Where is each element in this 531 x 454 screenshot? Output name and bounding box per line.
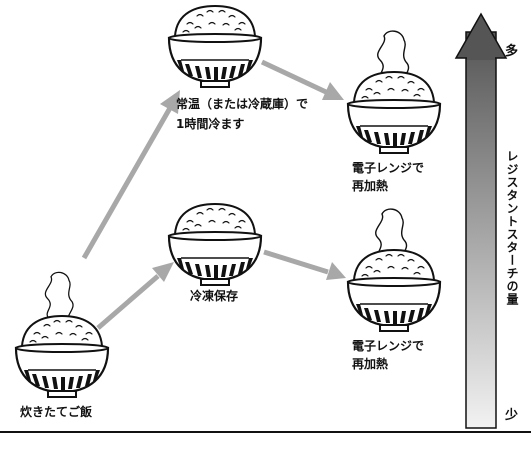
label-cooled-line2: 1時間冷ます <box>176 117 245 131</box>
scale-low-label: 少 <box>505 408 519 423</box>
resistant-starch-scale-arrow <box>454 12 508 429</box>
label-reheat-top-line1: 電子レンジで <box>352 161 425 175</box>
rice-bowl-frozen-icon <box>167 202 263 287</box>
rice-bowl-cooled-icon <box>167 4 263 89</box>
flow-arrow-cooled-to-reheat <box>260 59 344 100</box>
steam-fresh-icon <box>44 271 74 321</box>
label-frozen: 冷凍保存 <box>190 289 239 303</box>
rice-bowl-reheat-bottom-icon <box>346 248 442 333</box>
label-reheat-bottom-line1: 電子レンジで <box>352 339 425 353</box>
flow-arrow-fresh-to-cooled <box>81 90 180 260</box>
label-cooled-line1: 常温（または冷蔵庫）で <box>176 97 309 111</box>
label-reheat-bottom-line2: 再加熱 <box>352 357 389 371</box>
rice-bowl-reheat-top-icon <box>346 70 442 155</box>
label-freshly-cooked: 炊きたてご飯 <box>20 405 93 419</box>
flow-arrow-frozen-to-reheat <box>263 249 346 280</box>
scale-title: レジスタントスターチの量 <box>505 150 519 306</box>
label-reheat-top-line2: 再加熱 <box>352 179 389 193</box>
flow-arrow-fresh-to-frozen <box>96 262 174 330</box>
rice-bowl-fresh-icon <box>14 314 110 399</box>
scale-high-label: 多 <box>505 44 519 59</box>
